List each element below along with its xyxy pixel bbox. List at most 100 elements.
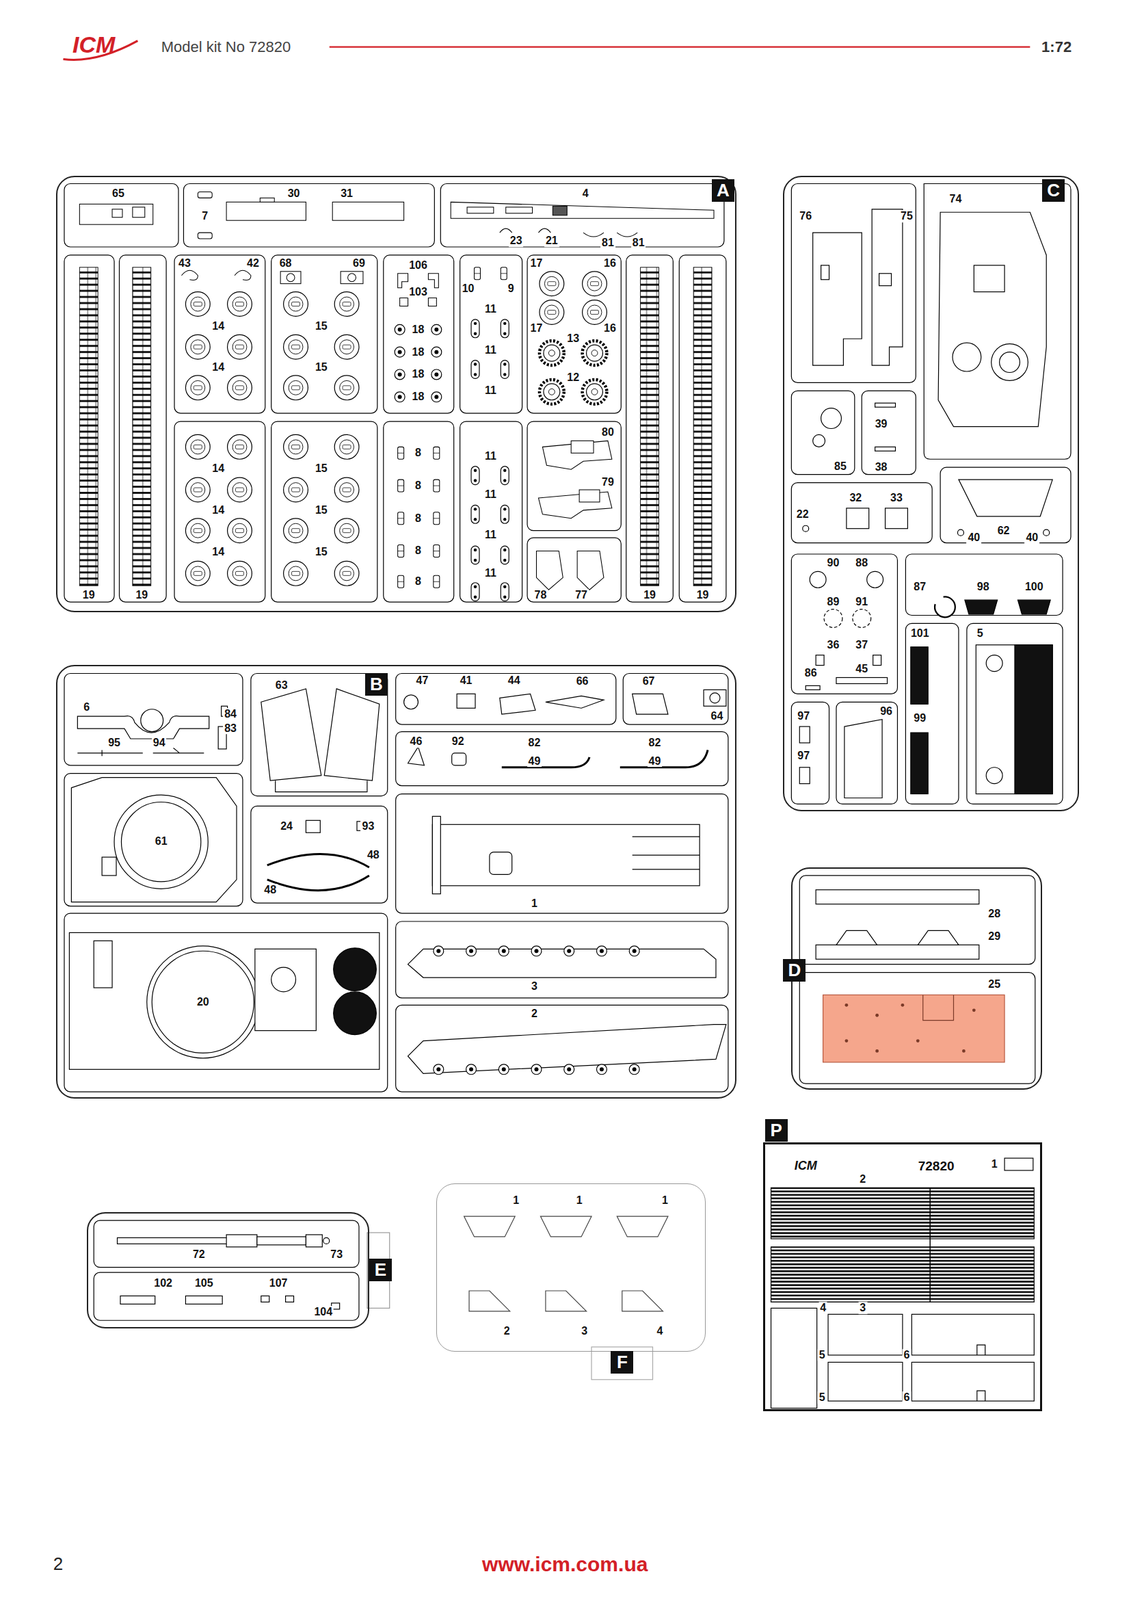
callout-number: 98 <box>975 580 991 593</box>
callout-number: 2 <box>529 1007 539 1021</box>
callout-number: 15 <box>313 361 329 374</box>
sprue-letter: A <box>711 179 735 202</box>
callout-number: 11 <box>483 566 498 580</box>
callout-number: 69 <box>351 257 367 270</box>
scale-label: 1:72 <box>1040 38 1073 56</box>
callout-number: 23 <box>508 234 524 247</box>
callout-number: 4 <box>655 1325 665 1338</box>
callout-number: 78 <box>533 588 549 602</box>
callout-number: 105 <box>193 1276 215 1289</box>
callout-number: 15 <box>313 462 329 475</box>
website-url: www.icm.com.ua <box>480 1552 649 1575</box>
callout-number: 18 <box>410 368 427 381</box>
kit-number: 72820 <box>916 1158 956 1173</box>
sprue-letter: B <box>365 672 388 696</box>
callout-number: 3 <box>529 979 539 993</box>
sprue-letter: D <box>782 958 806 982</box>
callout-number: 102 <box>152 1276 174 1289</box>
callout-number: 80 <box>600 426 616 439</box>
sprue-frame: B <box>56 664 737 1099</box>
callout-number: 31 <box>339 188 355 201</box>
callout-number: 40 <box>1024 531 1040 544</box>
callout-number: 88 <box>854 556 870 569</box>
callout-number: 5 <box>975 627 985 640</box>
callout-number: 85 <box>832 460 848 473</box>
page-number: 2 <box>51 1553 65 1574</box>
callout-number: 8 <box>413 479 423 492</box>
brand-logo: ICM <box>71 32 117 58</box>
callout-number: 49 <box>527 754 543 768</box>
callout-number: 89 <box>826 595 842 608</box>
callout-number: 8 <box>413 544 423 558</box>
callout-number: 45 <box>854 663 870 676</box>
sprue-letter: P <box>765 1118 788 1142</box>
callout-number: 33 <box>888 491 904 504</box>
sprue-f <box>464 1215 669 1380</box>
callout-number: 36 <box>826 638 842 651</box>
callout-number: 44 <box>506 674 522 687</box>
callout-number: 94 <box>151 736 167 749</box>
callout-number: 93 <box>361 819 377 833</box>
callout-number: 63 <box>274 679 290 692</box>
callout-number: 12 <box>565 371 581 384</box>
callout-number: 14 <box>210 503 226 517</box>
callout-number: 46 <box>408 735 424 748</box>
callout-number: 79 <box>600 476 616 489</box>
callout-number: 17 <box>529 322 545 335</box>
callout-number: 14 <box>210 361 226 374</box>
callout-number: 11 <box>483 343 498 357</box>
callout-number: 11 <box>483 302 498 316</box>
callout-number: 66 <box>575 674 591 688</box>
callout-number: 87 <box>912 580 928 593</box>
callout-number: 77 <box>573 588 589 602</box>
callout-number: 13 <box>565 332 581 345</box>
callout-number: 11 <box>483 488 498 502</box>
callout-number: 8 <box>413 446 423 459</box>
sprue-letter: F <box>610 1350 634 1374</box>
callout-number: 84 <box>222 707 238 721</box>
callout-number: 18 <box>410 390 427 403</box>
callout-number: 43 <box>177 257 193 270</box>
callout-number: 29 <box>986 929 1002 943</box>
callout-number: 38 <box>873 460 889 474</box>
callout-number: 81 <box>600 236 616 249</box>
callout-number: 7 <box>200 209 210 223</box>
callout-number: 64 <box>709 709 725 723</box>
callout-number: 15 <box>313 545 329 558</box>
sprue-c-parts <box>799 209 1053 798</box>
callout-number: 19 <box>81 588 97 602</box>
callout-number: 76 <box>797 209 814 223</box>
callout-number: 8 <box>413 512 423 525</box>
callout-number: 1 <box>990 1157 1000 1170</box>
callout-number: 90 <box>826 556 842 569</box>
callout-number: 100 <box>1023 580 1045 593</box>
sprue-e <box>93 1219 390 1320</box>
callout-number: 47 <box>415 674 431 687</box>
callout-number: 72 <box>191 1248 207 1261</box>
callout-number: 18 <box>410 323 427 336</box>
callout-number: 6 <box>82 700 91 714</box>
sprue-frame: P <box>763 1141 1043 1410</box>
callout-number: 61 <box>153 835 169 848</box>
callout-number: 91 <box>854 595 870 608</box>
callout-number: 9 <box>506 282 516 295</box>
sprue-a-cells <box>64 183 727 603</box>
callout-number: 107 <box>268 1276 290 1289</box>
callout-number: 17 <box>529 257 545 270</box>
callout-number: 103 <box>407 285 429 299</box>
callout-number: 99 <box>912 711 928 725</box>
callout-number: 73 <box>328 1248 344 1261</box>
callout-number: 106 <box>407 259 429 272</box>
callout-number: 24 <box>278 819 295 833</box>
callout-number: 2 <box>502 1325 512 1338</box>
callout-number: 21 <box>544 234 560 247</box>
callout-number: 97 <box>795 709 811 723</box>
callout-number: 62 <box>996 524 1012 537</box>
callout-number: 22 <box>795 508 811 521</box>
callout-number: 1 <box>529 897 539 911</box>
callout-number: 18 <box>410 346 427 359</box>
callout-number: 8 <box>413 575 423 588</box>
sprue-b-wheels <box>433 945 640 1075</box>
callout-number: 19 <box>695 588 711 602</box>
